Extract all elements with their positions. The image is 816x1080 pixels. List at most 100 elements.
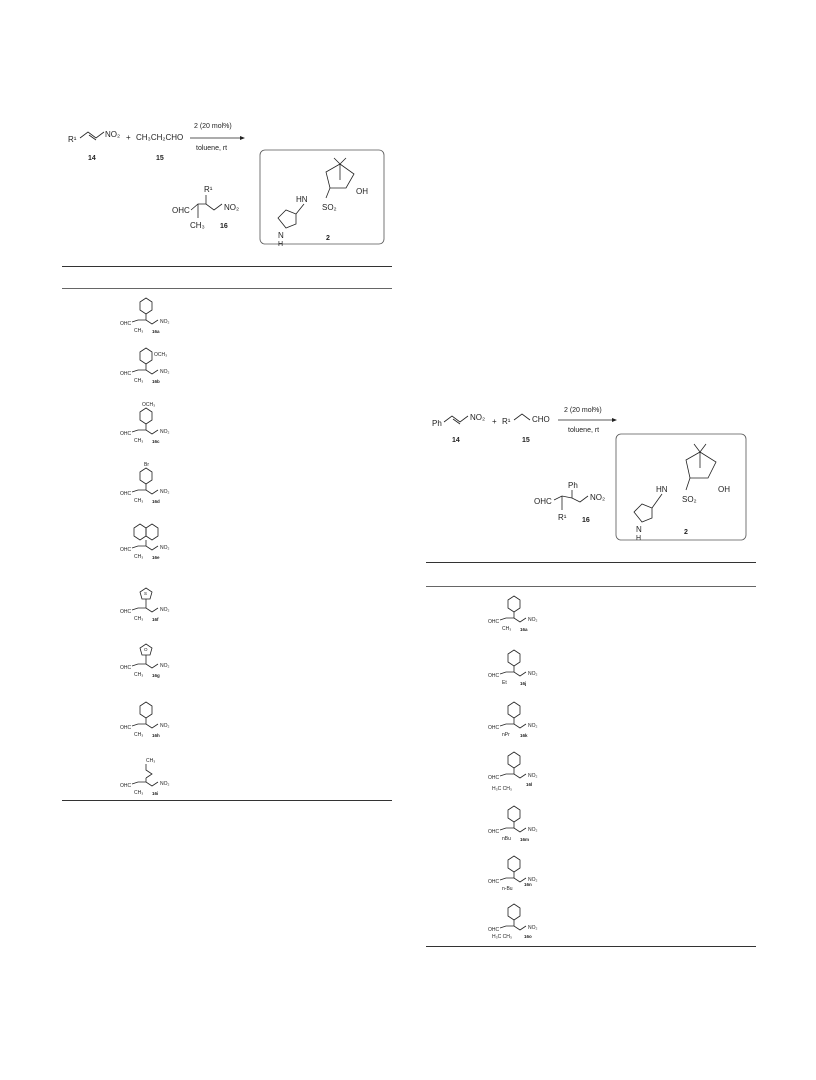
table-right-header-rule bbox=[426, 586, 756, 587]
reactant2-formula: CH₃CH₂CHO bbox=[136, 133, 183, 142]
row-cho: OHC bbox=[120, 725, 132, 731]
table-right-row: OHC NO₂ nBu 16m bbox=[486, 804, 566, 848]
conditions-catalyst: 2 (20 mol%) bbox=[194, 123, 232, 130]
row-label: 16l bbox=[526, 782, 532, 787]
camphor-ring bbox=[685, 451, 717, 479]
table-right-row: OHC NO₂ nPr 16k bbox=[486, 700, 566, 744]
row-alkyl: CH₃ bbox=[134, 498, 143, 504]
row-alkyl: H₃C CH₃ bbox=[492, 786, 512, 792]
row-alkyl: CH₃ bbox=[134, 554, 143, 560]
row-no2: NO₂ bbox=[160, 489, 170, 495]
table-left-row: OHC NO₂ CH₃ 16e bbox=[118, 522, 198, 566]
catalyst-h: H bbox=[636, 535, 641, 542]
phenyl-ring-icon bbox=[139, 297, 153, 315]
catalyst-n: N bbox=[636, 525, 642, 534]
phenyl-ring-icon bbox=[507, 701, 521, 719]
phenyl-ring-icon bbox=[507, 903, 521, 921]
camphor-ring bbox=[325, 163, 355, 189]
catalyst-oh: OH bbox=[356, 187, 368, 196]
row-no2: NO₂ bbox=[160, 319, 170, 325]
gem-dimethyl-2 bbox=[339, 157, 347, 165]
double-bond bbox=[88, 134, 97, 141]
row-substituent: Br bbox=[144, 462, 149, 468]
row-cho: OHC bbox=[120, 321, 132, 327]
row-substituent: OCH₃ bbox=[142, 402, 155, 408]
row-no2: NO₂ bbox=[160, 545, 170, 551]
reactant1-ph: Ph bbox=[432, 419, 442, 428]
sulfonyl-bond bbox=[325, 187, 331, 199]
reaction-scheme-right-drawing: Ph NO₂ 14 + R¹ CHO 15 2 (20 mol%) toluen… bbox=[432, 407, 747, 542]
pyrrolidine-ring bbox=[633, 503, 653, 523]
row-label: 16a bbox=[152, 329, 160, 334]
row-alkyl: CH₃ bbox=[134, 378, 143, 384]
product-chain bbox=[190, 203, 223, 211]
phenyl-ring-icon bbox=[507, 595, 521, 613]
reaction-arrowhead bbox=[612, 418, 617, 422]
row-no2: NO₂ bbox=[528, 617, 538, 623]
row-alkyl: nBu bbox=[502, 836, 511, 842]
table-right-row: OHC NO₂ H₃C CH₃ 16o bbox=[486, 902, 566, 946]
product-number: 16 bbox=[220, 223, 228, 230]
row-no2: NO₂ bbox=[160, 723, 170, 729]
phenyl-ring-icon bbox=[139, 347, 153, 365]
product-cho: OHC bbox=[172, 206, 190, 215]
row-cho: OHC bbox=[488, 725, 500, 731]
product-ch3: CH₃ bbox=[190, 221, 205, 230]
row-no2: NO₂ bbox=[528, 671, 538, 677]
table-left-row: S OHC NO₂ CH₃ 16f bbox=[118, 584, 198, 628]
gem-dimethyl bbox=[333, 157, 341, 165]
row-alkyl: CH₃ bbox=[134, 672, 143, 678]
reactant1-r-label: R¹ bbox=[68, 135, 77, 144]
table-left-bottom-rule bbox=[62, 800, 392, 801]
table-right-row: OHC NO₂ Et 16j bbox=[486, 648, 566, 692]
product-no2: NO₂ bbox=[590, 493, 605, 502]
row-cho: OHC bbox=[488, 927, 500, 933]
reactant2-cho: CHO bbox=[532, 415, 550, 424]
catalyst-so2: SO₂ bbox=[322, 203, 337, 212]
reaction-scheme-left: R¹ NO₂ 14 + CH₃CH₂CHO 15 2 (20 mol%) tol… bbox=[64, 118, 394, 268]
row-no2: NO₂ bbox=[160, 607, 170, 613]
row-cho: OHC bbox=[488, 775, 500, 781]
row-alkyl: CH₃ bbox=[134, 616, 143, 622]
plus-sign: + bbox=[492, 417, 497, 426]
phenyl-ring-icon bbox=[507, 751, 521, 769]
table-left-row: O OHC NO₂ CH₃ 16g bbox=[118, 640, 198, 684]
reactant2-number: 15 bbox=[522, 437, 530, 444]
row-label: 16k bbox=[520, 733, 528, 738]
conditions-catalyst: 2 (20 mol%) bbox=[564, 407, 602, 414]
row-substituent: CH₃ bbox=[146, 758, 155, 764]
row-cho: OHC bbox=[120, 665, 132, 671]
row-label: 16o bbox=[524, 934, 532, 939]
table-right-bottom-rule bbox=[426, 946, 756, 947]
cyclohexyl-ring-icon bbox=[139, 701, 153, 719]
row-no2: NO₂ bbox=[160, 663, 170, 669]
isobutyl-chain bbox=[145, 764, 153, 779]
row-cho: OHC bbox=[120, 371, 132, 377]
reactant2-r-label: R¹ bbox=[502, 417, 511, 426]
reactant1-no2: NO₂ bbox=[470, 413, 485, 422]
catalyst-hn: HN bbox=[296, 195, 308, 204]
product-number: 16 bbox=[582, 517, 590, 524]
row-alkyl: CH₃ bbox=[134, 328, 143, 334]
catalyst-n: N bbox=[278, 231, 284, 240]
row-alkyl: Et bbox=[502, 680, 507, 686]
naphthyl-ring-icon bbox=[145, 523, 159, 541]
reactant2-number: 15 bbox=[156, 155, 164, 162]
phenyl-ring-icon bbox=[507, 805, 521, 823]
catalyst-number: 2 bbox=[326, 235, 330, 242]
row-substituent: S bbox=[144, 591, 147, 596]
plus-sign: + bbox=[126, 133, 131, 142]
table-left-row: Br OHC NO₂ CH₃ 16d bbox=[118, 460, 198, 510]
row-no2: NO₂ bbox=[528, 827, 538, 833]
table-left-row: CH₃ OHC NO₂ CH₃ 16i bbox=[118, 756, 198, 800]
row-label: 16c bbox=[152, 439, 160, 444]
row-alkyl: H₃C CH₃ bbox=[492, 934, 512, 940]
reaction-arrowhead bbox=[240, 136, 245, 140]
product-r-label: R¹ bbox=[204, 185, 213, 194]
row-no2: NO₂ bbox=[160, 369, 170, 375]
conditions-solvent: toluene, rt bbox=[196, 145, 227, 152]
product-ph: Ph bbox=[568, 481, 578, 490]
naphthyl-ring-icon bbox=[133, 523, 147, 541]
pyrrolidine-link bbox=[295, 203, 305, 215]
phenyl-ring-icon bbox=[139, 467, 153, 485]
